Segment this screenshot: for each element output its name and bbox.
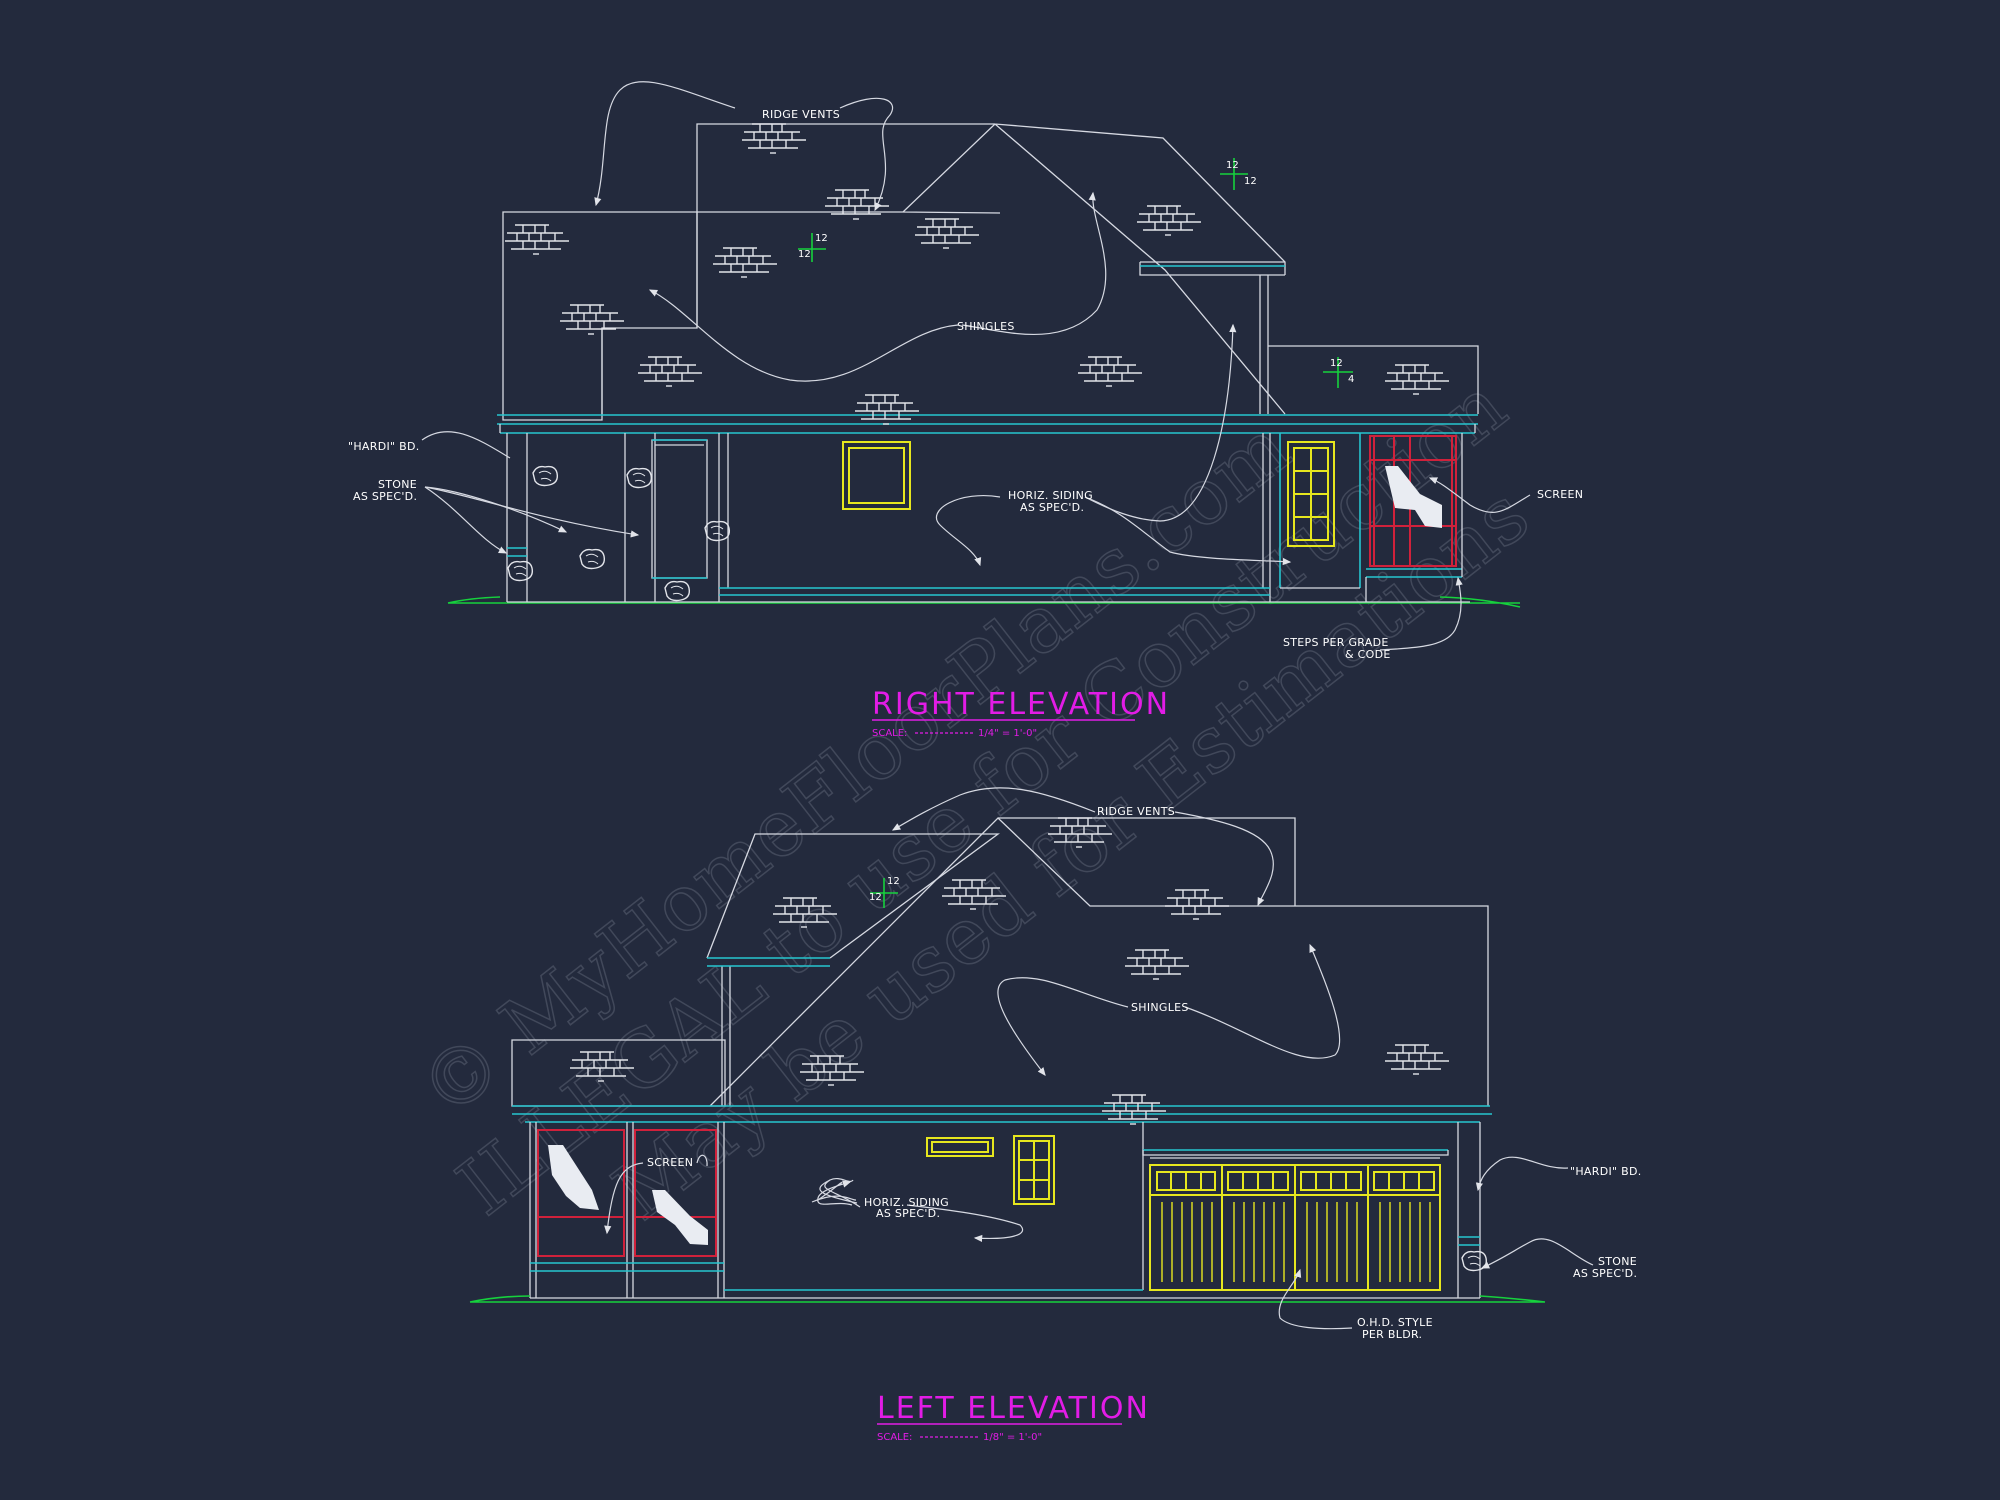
label-ridge-vents: RIDGE VENTS bbox=[762, 108, 840, 121]
left-elevation bbox=[469, 817, 1546, 1303]
left-roof-center-gable bbox=[709, 817, 1489, 1107]
right-elevation bbox=[447, 123, 1521, 608]
label-horiz-siding-spec: AS SPEC'D. bbox=[1020, 501, 1084, 514]
left-elevation-title: LEFT ELEVATION bbox=[877, 1391, 1150, 1426]
shingle-symbol bbox=[914, 218, 980, 249]
left-roof-upper bbox=[706, 833, 1000, 959]
right-scale-value: 1/4" = 1'-0" bbox=[978, 728, 1037, 739]
label-horiz-siding: HORIZ. SIDING bbox=[864, 1196, 949, 1209]
shingle-symbol bbox=[712, 247, 778, 278]
pitch-rise: 12 bbox=[1226, 160, 1239, 171]
shingle-symbol bbox=[741, 123, 807, 154]
pitch-rise: 12 bbox=[815, 233, 828, 244]
label-ridge-vents: RIDGE VENTS bbox=[1097, 805, 1175, 818]
right-elevation-title: RIGHT ELEVATION bbox=[872, 687, 1170, 722]
label-steps: STEPS PER GRADE bbox=[1283, 636, 1389, 649]
screen-hatch bbox=[548, 1145, 599, 1210]
right-roof-center-gable bbox=[994, 123, 1286, 415]
shingle-symbol bbox=[504, 224, 570, 255]
stone-icon bbox=[532, 465, 559, 487]
stone-icon bbox=[507, 560, 534, 582]
label-per-bldr: PER BLDR. bbox=[1362, 1328, 1422, 1341]
right-porch-column bbox=[651, 439, 708, 579]
stone-icon bbox=[704, 520, 731, 542]
right-upper-wall bbox=[1259, 275, 1269, 414]
stone-icon bbox=[579, 548, 606, 570]
label-hardi-bd: "HARDI" BD. bbox=[348, 440, 420, 453]
right-window-grid bbox=[1287, 441, 1335, 547]
pitch-rise: 12 bbox=[887, 876, 900, 887]
shingle-symbol bbox=[1384, 364, 1450, 395]
left-ground-line bbox=[469, 1295, 1546, 1303]
label-screen: SCREEN bbox=[647, 1156, 693, 1169]
right-pitch-mark-a bbox=[798, 233, 826, 262]
label-horiz-siding-spec: AS SPEC'D. bbox=[876, 1207, 940, 1220]
shingle-symbol bbox=[1077, 356, 1143, 387]
right-roof-left-block bbox=[502, 211, 698, 421]
right-leaders bbox=[421, 81, 1531, 651]
shingle-symbol bbox=[1164, 889, 1230, 920]
shingle-symbol bbox=[1101, 1094, 1167, 1125]
left-upper-wall bbox=[721, 966, 731, 1106]
left-window-grid bbox=[1013, 1135, 1055, 1205]
right-porch-left bbox=[506, 433, 656, 602]
shingle-symbol bbox=[559, 304, 625, 335]
left-pitch-mark bbox=[870, 878, 898, 908]
label-stone-spec: AS SPEC'D. bbox=[353, 490, 417, 503]
pitch-rise: 12 bbox=[1330, 358, 1343, 369]
right-pitch-mark-b bbox=[1220, 158, 1248, 190]
left-roof-right-block bbox=[998, 817, 1296, 906]
left-scale-label: SCALE: bbox=[877, 1432, 912, 1443]
label-screen: SCREEN bbox=[1537, 488, 1583, 501]
right-siding-wall bbox=[718, 433, 1271, 602]
label-stone: STONE bbox=[378, 478, 417, 491]
label-stone-spec: AS SPEC'D. bbox=[1573, 1267, 1637, 1280]
right-roof-right-block bbox=[1268, 345, 1479, 414]
right-pitch-mark-c bbox=[1323, 357, 1353, 388]
pitch-run: 12 bbox=[869, 892, 882, 903]
label-shingles: SHINGLES bbox=[957, 320, 1015, 333]
shingle-symbol bbox=[1124, 949, 1190, 980]
pitch-run: 4 bbox=[1348, 374, 1354, 385]
shingle-symbol bbox=[824, 189, 890, 220]
right-scale-label: SCALE: bbox=[872, 728, 907, 739]
label-ohd-style: O.H.D. STYLE bbox=[1357, 1316, 1433, 1329]
left-window-transom bbox=[926, 1137, 994, 1157]
label-shingles: SHINGLES bbox=[1131, 1001, 1189, 1014]
pitch-run: 12 bbox=[1244, 176, 1257, 187]
left-scale-value: 1/8" = 1'-0" bbox=[983, 1432, 1042, 1443]
screen-hatch bbox=[1385, 466, 1442, 528]
right-roof-main bbox=[696, 123, 1286, 275]
shingle-symbol bbox=[637, 356, 703, 387]
shingle-symbol bbox=[854, 394, 920, 425]
left-screen-porch-walls bbox=[529, 1122, 725, 1298]
label-horiz-siding: HORIZ. SIDING bbox=[1008, 489, 1093, 502]
right-roof-step bbox=[1139, 261, 1285, 276]
label-hardi-bd: "HARDI" BD. bbox=[1570, 1165, 1642, 1178]
shingle-symbol bbox=[1384, 1044, 1450, 1075]
stone-icon bbox=[664, 580, 691, 602]
label-steps-code: & CODE bbox=[1345, 648, 1391, 661]
right-ground-line bbox=[447, 596, 1521, 608]
left-leaders bbox=[604, 787, 1594, 1330]
right-window-square bbox=[842, 441, 911, 510]
stone-icon bbox=[626, 467, 653, 489]
shingle-symbol bbox=[1136, 205, 1202, 236]
right-roof-lower-left-slope bbox=[601, 212, 698, 415]
label-stone: STONE bbox=[1598, 1255, 1637, 1268]
left-garage-doors bbox=[1149, 1164, 1441, 1291]
pitch-run: 12 bbox=[798, 249, 811, 260]
screen-hatch bbox=[652, 1190, 708, 1245]
